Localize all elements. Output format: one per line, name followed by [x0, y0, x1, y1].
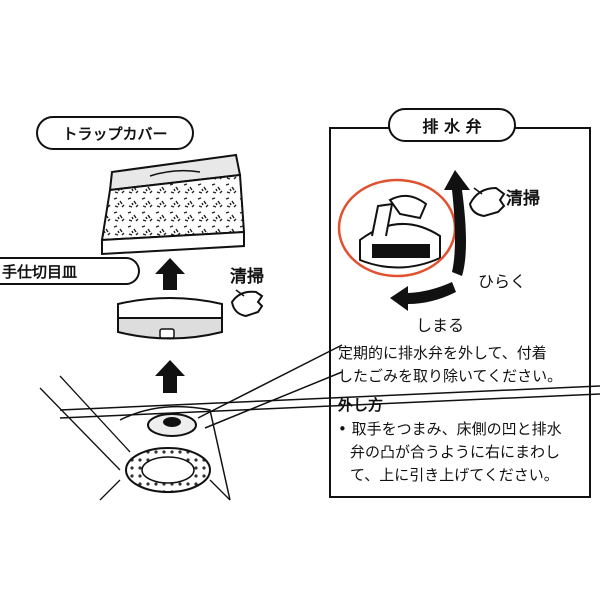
instruction-bullet-2: 弁の凸が合うように右にまわし: [350, 443, 561, 461]
close-label: しまる: [416, 316, 465, 335]
partition-plate-text: 手仕切目皿: [2, 262, 78, 281]
partition-plate-illustration: [117, 297, 223, 340]
instruction-line-2: したごみを取り除いてください。: [338, 367, 563, 385]
pointing-hand-icon: [468, 186, 506, 218]
instruction-heading: 外し方: [338, 396, 384, 414]
rotate-arrow-icon: [390, 282, 456, 311]
drain-valve-illustration: [359, 194, 441, 269]
instruction-bullet-1: • 取手をつまみ、床側の凹と排水: [338, 420, 562, 438]
pointing-hand-icon: [230, 289, 264, 318]
instruction-bullet-3: て、上に引き上げてください。: [350, 466, 559, 484]
up-arrow-icon: [155, 258, 185, 290]
partition-plate-label: 手仕切目皿: [0, 257, 140, 285]
up-arrow-icon: [155, 360, 185, 393]
drain-valve-title-text: 排 水 弁: [422, 117, 482, 136]
floor-drain-illustration: [39, 375, 600, 501]
cleaning-label-left: 清掃: [230, 267, 264, 287]
drain-valve-title: 排 水 弁: [388, 108, 516, 142]
rotate-arrow-icon: [444, 170, 470, 276]
cleaning-label-right: 清掃: [506, 189, 540, 209]
trap-cover-illustration: [100, 153, 246, 256]
trap-cover-label: トラップカバー: [36, 116, 194, 150]
trap-cover-text: トラップカバー: [62, 124, 168, 143]
open-label: ひらく: [478, 272, 527, 291]
instruction-line-1: 定期的に排水弁を外して、付着: [338, 344, 547, 362]
